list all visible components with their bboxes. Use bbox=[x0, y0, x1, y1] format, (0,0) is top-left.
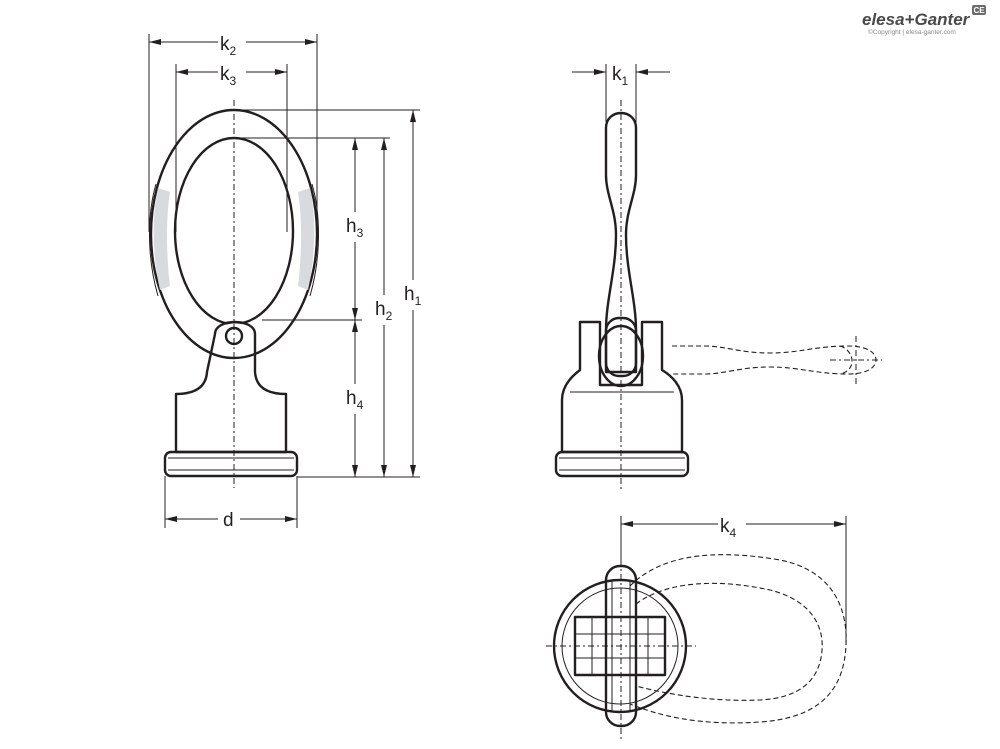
dim-label-k4: k4 bbox=[720, 516, 737, 540]
side-dimensions: k1 bbox=[572, 64, 670, 122]
front-dimensions: k2 k3 h1 h2 h3 h4 bbox=[148, 32, 429, 531]
brand-copyright: ©Copyright | elesa-ganter.com bbox=[868, 28, 956, 36]
dim-label-k1: k1 bbox=[612, 64, 629, 88]
side-ring-profile bbox=[604, 111, 638, 374]
base-flange bbox=[163, 450, 299, 478]
side-view bbox=[554, 100, 882, 490]
ring-highlight-right bbox=[298, 188, 315, 290]
front-view bbox=[148, 100, 320, 488]
ring-highlight-left bbox=[153, 188, 170, 290]
ce-mark-text: CE bbox=[974, 6, 986, 15]
top-dimensions: k4 bbox=[620, 513, 847, 645]
dim-label-h1: h1 bbox=[404, 284, 422, 308]
top-ring-inner-hidden bbox=[635, 582, 823, 701]
dim-label-h4: h4 bbox=[346, 388, 364, 412]
side-base-flange bbox=[554, 450, 690, 478]
dim-label-k3: k3 bbox=[220, 64, 237, 88]
pivot-lug bbox=[174, 320, 288, 454]
dim-label-h2: h2 bbox=[375, 299, 393, 323]
ring-edge-left bbox=[148, 183, 159, 297]
ce-mark-icon bbox=[972, 5, 986, 15]
dim-label-d: d bbox=[223, 510, 234, 531]
ring-edge-right bbox=[309, 183, 320, 297]
brand-logo-text: elesa+Ganter bbox=[862, 10, 971, 29]
side-body bbox=[560, 320, 684, 454]
dim-label-k2: k2 bbox=[220, 34, 237, 58]
dim-label-h3: h3 bbox=[346, 216, 364, 240]
top-view bbox=[546, 554, 847, 740]
brand-logo: elesa+Ganter ©Copyright | elesa-ganter.c… bbox=[862, 5, 986, 36]
